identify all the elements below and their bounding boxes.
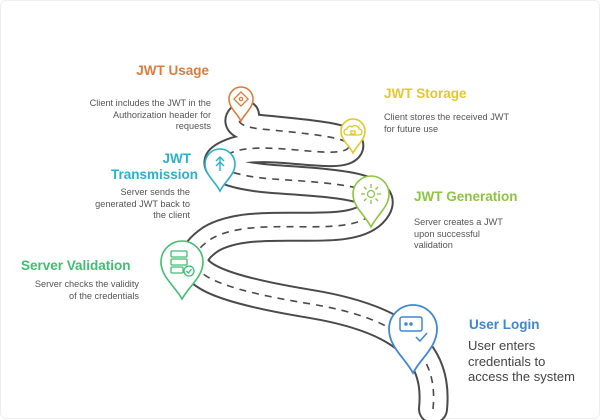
login-description: User enters credentials to access the sy… [468, 338, 575, 384]
usage-description: Client includes the JWT in the Authoriza… [89, 98, 211, 131]
upload-arrow-icon [215, 156, 225, 171]
storage-title: JWT Storage [384, 86, 467, 101]
gear-flower-icon [361, 184, 381, 204]
login-title: User Login [469, 317, 540, 332]
validation-pin [160, 240, 204, 301]
generation-description: Server creates a JWT upon successful val… [414, 217, 503, 250]
validation-title: Server Validation [21, 258, 131, 273]
generation-pin [352, 175, 390, 229]
storage-description: Client stores the received JWT for futur… [384, 112, 509, 134]
login-pin [388, 304, 438, 375]
generation-title: JWT Generation [414, 189, 518, 204]
storage-pin [340, 118, 366, 155]
usage-pin [228, 86, 254, 123]
key-icon [233, 91, 249, 107]
server-check-icon [170, 250, 195, 277]
validation-description: Server checks the validity of the creden… [34, 279, 139, 301]
cloud-storage-icon [343, 124, 363, 136]
transmission-description: Server sends the generated JWT back to t… [95, 187, 190, 220]
transmission-title: JWT Transmission [111, 151, 199, 182]
transmission-pin [204, 148, 236, 193]
usage-title: JWT Usage [136, 63, 209, 78]
login-terminal-icon [399, 316, 428, 343]
